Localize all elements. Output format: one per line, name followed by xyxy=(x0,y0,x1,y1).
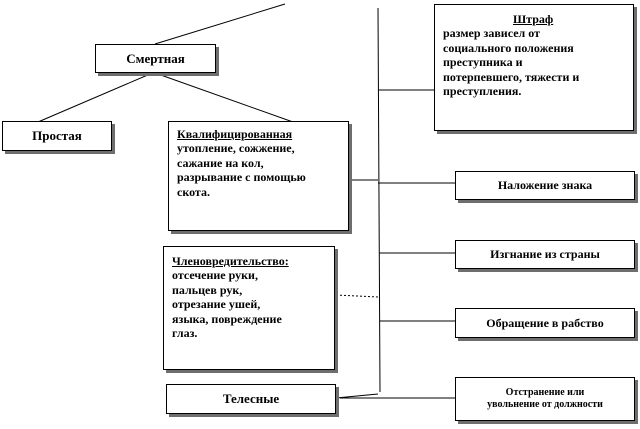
node-qualified-line: утопление, сожжение, xyxy=(177,141,295,156)
node-branding: Наложение знака xyxy=(455,171,635,200)
node-qualified-line: скота. xyxy=(177,184,210,199)
node-slavery-label: Обращение в рабство xyxy=(486,315,604,330)
node-exile-label: Изгнание из страны xyxy=(490,247,600,262)
node-mutilation: Членовредительство: отсечение руки, паль… xyxy=(163,246,335,370)
node-dismissal: Отстранение или увольнение от должности xyxy=(455,377,635,421)
connector-death-to-qualified xyxy=(157,73,294,123)
node-mutilation-line: языка, повреждение xyxy=(172,311,282,326)
node-branding-label: Наложение знака xyxy=(497,178,593,193)
node-exile: Изгнание из страны xyxy=(455,240,635,269)
connector-to-corporal xyxy=(335,393,379,399)
node-dismissal-line: Отстранение или xyxy=(505,386,585,398)
node-mutilation-line: отрезание ушей, xyxy=(172,297,261,312)
node-qualified-line: разрывание с помощью xyxy=(177,170,306,185)
node-fine-line: потерпевшего, тяжести и xyxy=(443,69,580,84)
connector-from-mutilation xyxy=(335,294,379,298)
node-mutilation-line: глаз. xyxy=(172,325,198,340)
connector-death-to-simple xyxy=(37,73,151,123)
node-fine-line: преступления. xyxy=(443,83,522,98)
node-fine-line: размер зависел от xyxy=(443,26,540,41)
node-qualified-line: сажание на кол, xyxy=(177,155,264,170)
node-fine-line: преступника и xyxy=(443,55,523,70)
node-death-label: Смертная xyxy=(126,50,185,66)
node-corporal: Телесные xyxy=(166,384,336,414)
node-mutilation-title: Членовредительство: xyxy=(172,254,289,268)
node-fine-line: социального положения xyxy=(443,40,574,55)
node-mutilation-line: отсечение руки, xyxy=(172,268,258,283)
node-dismissal-line: увольнение от должности xyxy=(487,399,603,410)
node-simple: Простая xyxy=(2,121,112,151)
node-simple-label: Простая xyxy=(32,128,82,144)
connector-spine xyxy=(377,7,381,393)
node-fine: Штраф размер зависел от социального поло… xyxy=(434,4,634,131)
node-mutilation-line: пальцев рук, xyxy=(172,282,243,297)
node-slavery: Обращение в рабство xyxy=(455,308,635,338)
node-qualified: Квалифицированная утопление, сожжение, с… xyxy=(168,121,349,231)
node-corporal-label: Телесные xyxy=(222,391,280,407)
node-fine-title: Штраф xyxy=(513,12,554,26)
node-qualified-title: Квалифицированная xyxy=(177,127,293,141)
node-death: Смертная xyxy=(95,44,216,73)
connector-top-to-death xyxy=(154,3,286,45)
